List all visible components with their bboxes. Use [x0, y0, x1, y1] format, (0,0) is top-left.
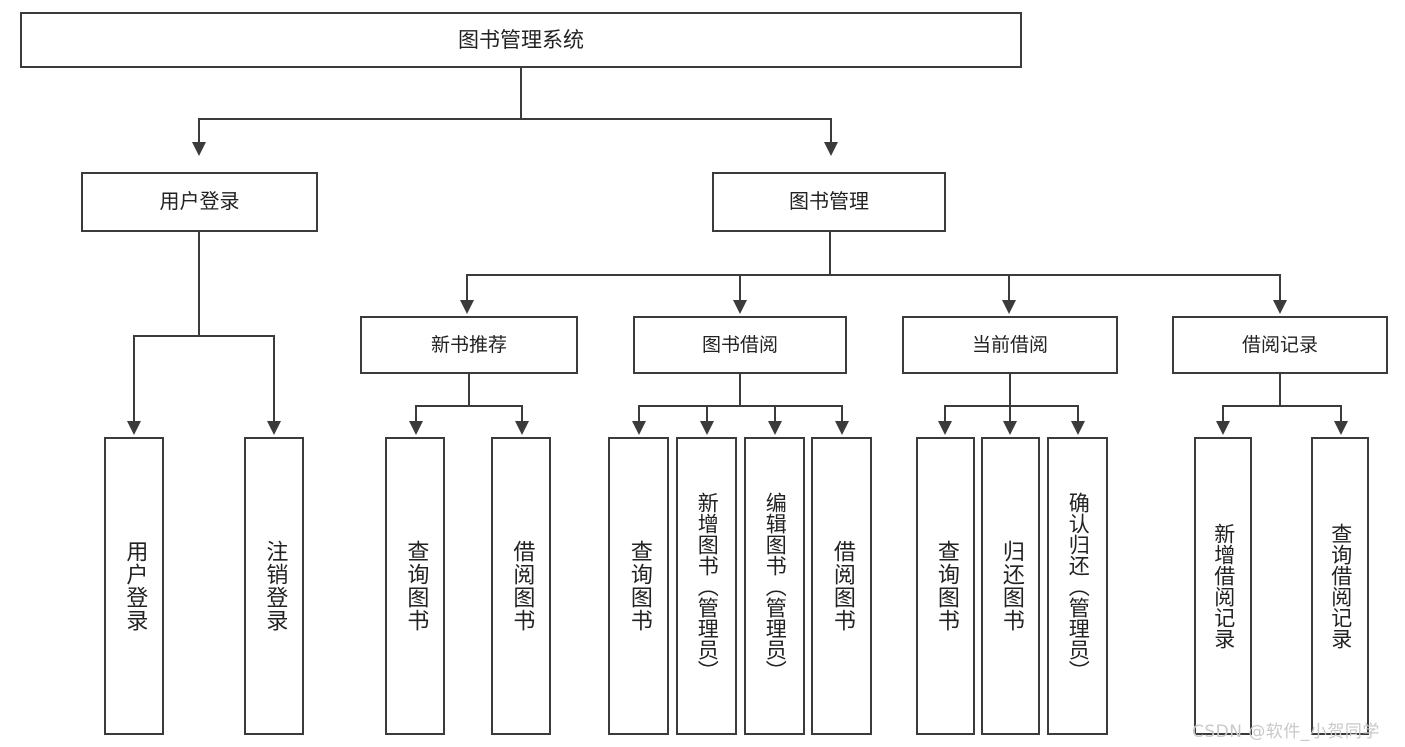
edge-level1-drop-book-management — [830, 118, 832, 144]
csdn-watermark: CSDN @软件_小贺同学 — [1192, 722, 1380, 742]
node-user-login-label: 用户登录 — [159, 189, 240, 214]
edge-drop-book-borrow — [739, 274, 741, 302]
edge-drop-leaf-confirm-return — [1077, 405, 1079, 423]
arrow-to-user-login — [192, 142, 206, 156]
edge-drop-leaf-add-book — [706, 405, 708, 423]
arrow-to-borrow-record — [1273, 300, 1287, 314]
leaf-logout[interactable]: 注销登录 — [244, 437, 304, 735]
leaf-user-login-label: 用户登录 — [122, 540, 148, 632]
edge-drop-leaf-logout — [273, 335, 275, 423]
arrow-to-leaf-edit-book — [768, 421, 782, 435]
node-book-borrow-label: 图书借阅 — [701, 333, 778, 356]
node-new-book-recommend-label: 新书推荐 — [430, 333, 507, 356]
root-node-label: 图书管理系统 — [458, 27, 584, 52]
edge-drop-borrow-record — [1279, 274, 1281, 302]
leaf-return-book-label: 归还图书 — [998, 540, 1024, 632]
edge-drop-leaf-query-book-2 — [638, 405, 640, 423]
leaf-add-borrow-record-label: 新增借阅记录 — [1211, 523, 1236, 649]
arrow-to-leaf-logout — [267, 421, 281, 435]
edge-current-borrow-stem — [1009, 374, 1011, 405]
edge-drop-leaf-add-borrow-record — [1222, 405, 1224, 423]
edge-level2-bus — [466, 274, 1280, 276]
leaf-edit-book-label: 编辑图书（管理员） — [763, 491, 788, 681]
edge-drop-leaf-query-borrow-record — [1340, 405, 1342, 423]
leaf-borrow-book-1[interactable]: 借阅图书 — [491, 437, 551, 735]
edge-level1-drop-user-login — [198, 118, 200, 144]
arrow-to-new-book-recommend — [460, 300, 474, 314]
arrow-to-leaf-confirm-return — [1071, 421, 1085, 435]
leaf-borrow-book-1-label: 借阅图书 — [509, 540, 535, 632]
edge-drop-leaf-query-book-3 — [944, 405, 946, 423]
edge-level1-bus — [198, 118, 832, 120]
node-book-borrow[interactable]: 图书借阅 — [633, 316, 847, 374]
edge-user-login-leaf-bus — [133, 335, 275, 337]
arrow-to-leaf-query-book-1 — [409, 421, 423, 435]
leaf-add-book-label: 新增图书（管理员） — [695, 491, 720, 681]
edge-drop-leaf-query-book-1 — [415, 405, 417, 423]
arrow-to-book-borrow — [733, 300, 747, 314]
leaf-logout-label: 注销登录 — [262, 540, 288, 632]
edge-drop-leaf-borrow-book-1 — [521, 405, 523, 423]
edge-book-borrow-leaf-bus — [638, 405, 843, 407]
edge-root-stem — [520, 68, 522, 118]
leaf-confirm-return-label: 确认归还（管理员） — [1066, 491, 1091, 681]
edge-book-borrow-stem — [739, 374, 741, 405]
arrow-to-leaf-add-book — [700, 421, 714, 435]
node-user-login[interactable]: 用户登录 — [81, 172, 318, 232]
leaf-add-book[interactable]: 新增图书（管理员） — [676, 437, 737, 735]
edge-borrow-record-stem — [1279, 374, 1281, 405]
leaf-user-login[interactable]: 用户登录 — [104, 437, 164, 735]
arrow-to-leaf-borrow-book-2 — [835, 421, 849, 435]
leaf-return-book[interactable]: 归还图书 — [981, 437, 1040, 735]
edge-drop-new-book-recommend — [466, 274, 468, 302]
leaf-query-book-1[interactable]: 查询图书 — [385, 437, 445, 735]
leaf-query-borrow-record-label: 查询借阅记录 — [1328, 523, 1353, 649]
edge-new-book-recommend-leaf-bus — [415, 405, 521, 407]
edge-borrow-record-leaf-bus — [1222, 405, 1341, 407]
edge-drop-leaf-user-login — [133, 335, 135, 423]
leaf-query-book-1-label: 查询图书 — [403, 540, 429, 632]
leaf-confirm-return[interactable]: 确认归还（管理员） — [1047, 437, 1108, 735]
node-borrow-record[interactable]: 借阅记录 — [1172, 316, 1388, 374]
arrow-to-leaf-user-login — [127, 421, 141, 435]
edge-drop-current-borrow — [1008, 274, 1010, 302]
node-book-management-label: 图书管理 — [789, 189, 869, 214]
leaf-query-borrow-record[interactable]: 查询借阅记录 — [1311, 437, 1369, 735]
leaf-edit-book[interactable]: 编辑图书（管理员） — [744, 437, 805, 735]
arrow-to-leaf-borrow-book-1 — [515, 421, 529, 435]
arrow-to-leaf-query-book-2 — [632, 421, 646, 435]
leaf-query-book-2-label: 查询图书 — [626, 540, 652, 632]
node-current-borrow-label: 当前借阅 — [971, 333, 1048, 356]
leaf-add-borrow-record[interactable]: 新增借阅记录 — [1194, 437, 1252, 735]
node-current-borrow[interactable]: 当前借阅 — [902, 316, 1118, 374]
leaf-borrow-book-2[interactable]: 借阅图书 — [811, 437, 872, 735]
leaf-query-book-3-label: 查询图书 — [933, 540, 959, 632]
edge-drop-leaf-return-book — [1009, 405, 1011, 423]
edge-user-login-stem — [198, 232, 200, 335]
edge-book-management-stem — [829, 232, 831, 274]
edge-drop-leaf-edit-book — [774, 405, 776, 423]
arrow-to-current-borrow — [1002, 300, 1016, 314]
arrow-to-leaf-query-book-3 — [938, 421, 952, 435]
arrow-to-leaf-return-book — [1003, 421, 1017, 435]
node-new-book-recommend[interactable]: 新书推荐 — [360, 316, 578, 374]
edge-new-book-recommend-stem — [468, 374, 470, 405]
leaf-query-book-3[interactable]: 查询图书 — [916, 437, 975, 735]
arrow-to-leaf-add-borrow-record — [1216, 421, 1230, 435]
arrow-to-leaf-query-borrow-record — [1334, 421, 1348, 435]
leaf-borrow-book-2-label: 借阅图书 — [829, 540, 855, 632]
node-book-management[interactable]: 图书管理 — [712, 172, 946, 232]
node-borrow-record-label: 借阅记录 — [1241, 333, 1318, 356]
arrow-to-book-management — [824, 142, 838, 156]
edge-drop-leaf-borrow-book-2 — [841, 405, 843, 423]
leaf-query-book-2[interactable]: 查询图书 — [608, 437, 669, 735]
root-node[interactable]: 图书管理系统 — [20, 12, 1022, 68]
